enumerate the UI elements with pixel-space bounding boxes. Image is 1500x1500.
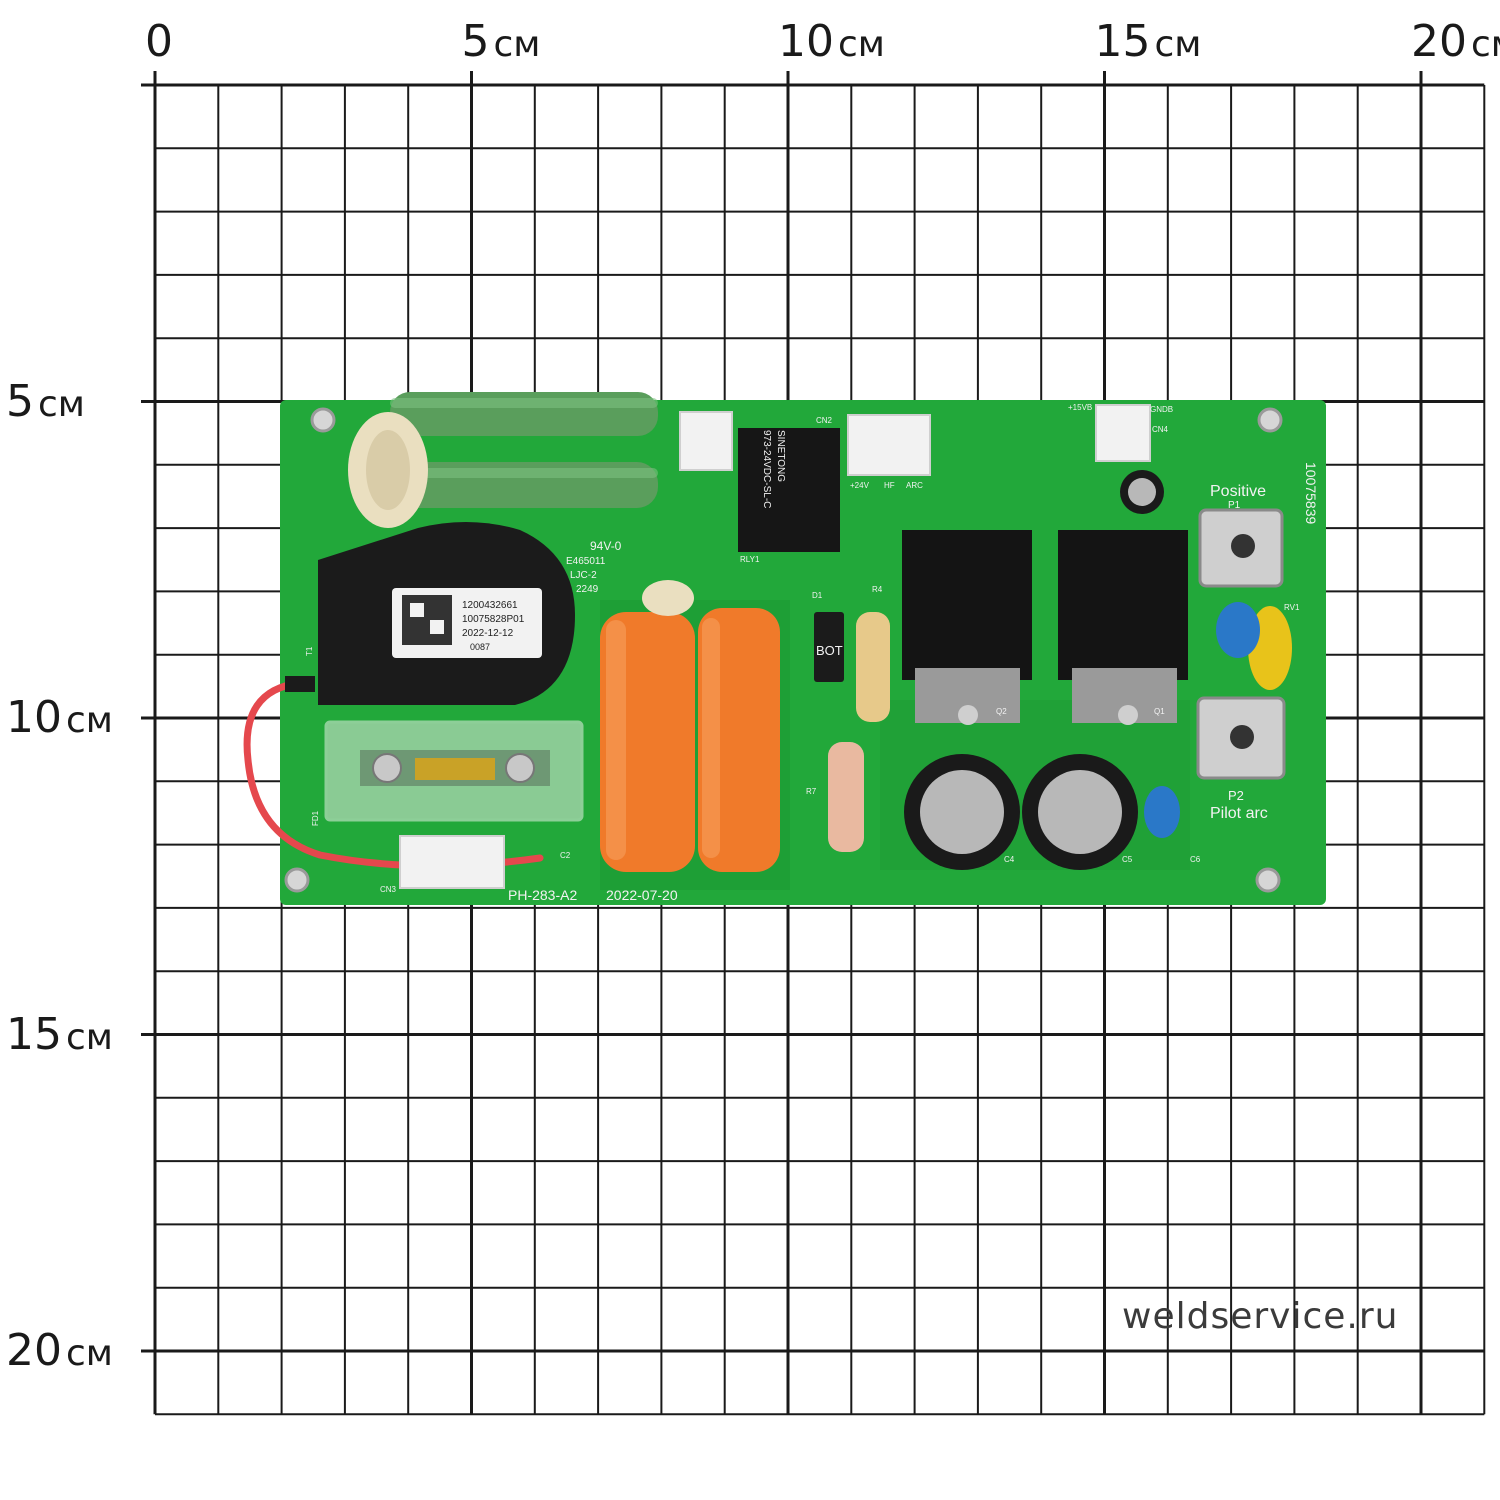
silkscreen: PH-283-A2 2022-07-20 10075839 Positive P… xyxy=(305,403,1319,903)
relay-model: 973-24VDC-SL-C xyxy=(761,430,772,508)
pcb-model: PH-283-A2 xyxy=(508,887,577,903)
hf-transformer: 1200432661 10075828P01 2022-12-12 0087 xyxy=(318,521,575,705)
label-cn4: CN4 xyxy=(1152,425,1169,434)
terminal-pilot-arc xyxy=(1196,696,1286,780)
label-r7: R7 xyxy=(806,787,817,796)
diode-mark: BOT xyxy=(816,643,843,658)
power-resistor-top xyxy=(390,392,658,436)
label-24v: +24V xyxy=(850,481,870,490)
x-axis-label: 0 xyxy=(145,16,173,67)
label-pilot-arc: Pilot arc xyxy=(1210,805,1268,822)
hv-coil xyxy=(348,412,428,528)
wire-sleeve xyxy=(285,676,315,692)
label-c2: C2 xyxy=(560,851,571,860)
label-15v: +15VB xyxy=(1068,403,1092,412)
label-2249: 2249 xyxy=(576,584,599,595)
label-r4: R4 xyxy=(872,585,883,594)
label-p1: P1 xyxy=(1228,500,1241,511)
label-ljc: LJC-2 xyxy=(570,570,597,581)
sticker-line4: 0087 xyxy=(470,642,490,652)
ceramic-capacitor-c6 xyxy=(1144,786,1180,838)
label-t1: T1 xyxy=(305,646,314,656)
relay-rly1: SINETONG 973-24VDC-SL-C xyxy=(738,428,840,552)
connector-cn1 xyxy=(679,411,733,471)
label-rly1: RLY1 xyxy=(740,555,760,564)
mounting-holes xyxy=(284,407,1283,893)
watermark: weldservice.ru xyxy=(1122,1296,1399,1337)
part-number: 10075839 xyxy=(1303,462,1319,525)
label-hf: HF xyxy=(884,481,895,490)
label-q1: Q1 xyxy=(1154,707,1165,716)
sticker-line1: 1200432661 xyxy=(462,600,518,611)
label-arc: ARC xyxy=(906,481,923,490)
label-c5: C5 xyxy=(1122,855,1133,864)
label-d1: D1 xyxy=(812,591,823,600)
ceramic-capacitor xyxy=(1216,602,1260,658)
film-capacitors xyxy=(600,580,780,872)
label-fd1: FD1 xyxy=(311,810,320,826)
label-positive: Positive xyxy=(1210,483,1266,500)
terminal-positive xyxy=(1198,508,1284,588)
connector-cn2 xyxy=(847,414,931,476)
power-resistor-bottom xyxy=(388,462,658,508)
diode-d1 xyxy=(814,612,844,682)
label-e-code: E465011 xyxy=(566,556,606,567)
label-c6: C6 xyxy=(1190,855,1201,864)
label-rv1: RV1 xyxy=(1284,603,1300,612)
label-q2: Q2 xyxy=(996,707,1007,716)
label-gnd: GNDB xyxy=(1150,405,1173,414)
label-p2: P2 xyxy=(1228,788,1244,803)
sticker-line2: 10075828P01 xyxy=(462,614,525,625)
relay-brand: SINETONG xyxy=(775,430,786,482)
label-rating: 94V-0 xyxy=(590,539,622,553)
resistor-r7 xyxy=(828,742,864,852)
label-c4: C4 xyxy=(1004,855,1015,864)
sticker-line3: 2022-12-12 xyxy=(462,628,514,639)
heatsink-q2 xyxy=(902,530,1032,725)
resistor-r4 xyxy=(856,612,890,722)
label-cn3: CN3 xyxy=(380,885,397,894)
electrolytic-capacitors xyxy=(904,470,1164,870)
pcb-date: 2022-07-20 xyxy=(606,887,678,903)
connector-cn3 xyxy=(399,835,505,889)
heatsink-q1 xyxy=(1058,530,1188,725)
label-cn2: CN2 xyxy=(816,416,833,425)
connector-cn4 xyxy=(1095,404,1151,462)
fuse-holder xyxy=(324,720,584,822)
